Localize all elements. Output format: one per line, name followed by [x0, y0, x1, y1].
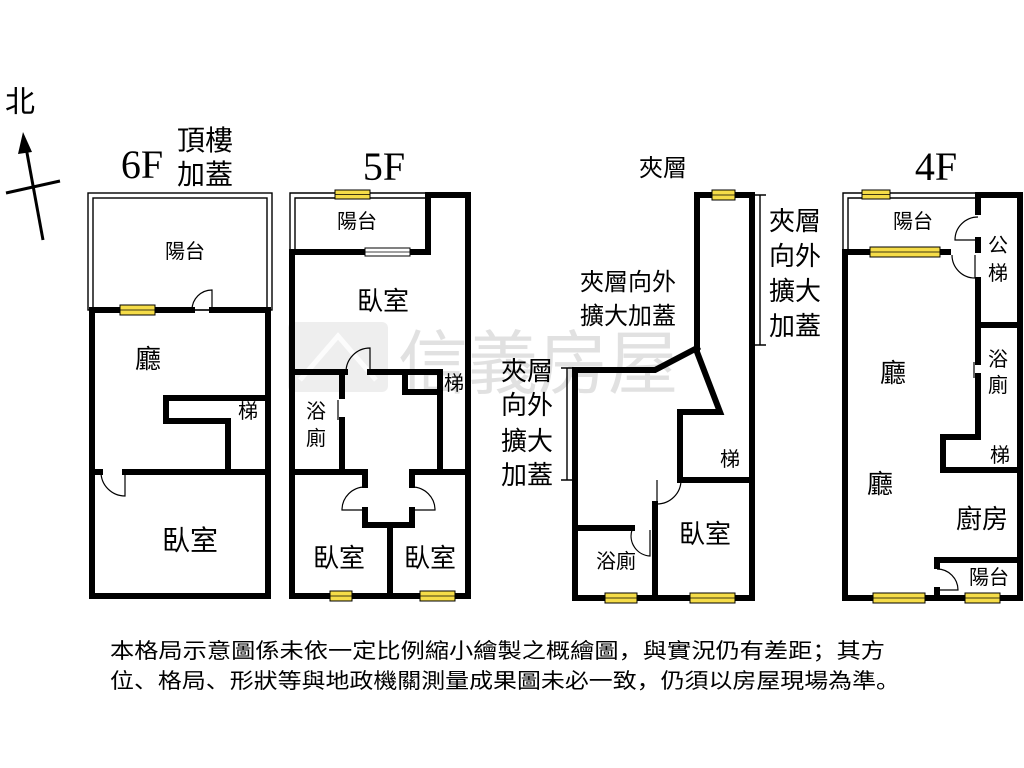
floor-6f-window-balcony	[119, 304, 156, 316]
floor-6f-title: 6F	[121, 142, 163, 187]
mezzanine-right-note-3: 擴大	[769, 277, 821, 307]
floor-5f-sliding-door	[364, 247, 411, 257]
floor-4f-door-back-balcony	[936, 568, 959, 591]
floor-4f-window-bottom-left	[872, 592, 926, 604]
floor-4f-title: 4F	[915, 144, 957, 189]
floor-4f-plan: 4F 陽台 公 梯 廳 廳 浴 廁 梯 廚房 陽台	[842, 144, 1023, 604]
floor-5f-bedroom-left-label: 臥室	[313, 544, 365, 574]
mezzanine-bathroom-label: 浴廁	[596, 549, 636, 573]
floor-4f-door-public-stairs	[954, 216, 979, 241]
mezzanine-window-bathroom	[604, 592, 638, 604]
compass-crossbar	[5, 179, 61, 195]
floor-4f-living-room-upper-label: 廳	[880, 359, 906, 389]
floor-6f-door-bedroom	[100, 471, 126, 497]
mezzanine-extension-note-2: 擴大加蓋	[580, 302, 676, 330]
mezzanine-left-note-1: 夾層	[501, 357, 553, 387]
mezzanine-bedroom-label: 臥室	[679, 520, 731, 550]
mezzanine-left-note-3: 擴大	[501, 427, 553, 457]
floor-5f-balcony-outline	[289, 192, 428, 250]
floor-6f-stair-walls	[163, 395, 271, 473]
floor-4f-window-balcony-top	[861, 189, 891, 200]
floor-5f-outer-walls	[289, 192, 471, 599]
mezzanine-outer-walls	[572, 192, 755, 601]
floor-4f-public-stairs-label-2: 梯	[988, 261, 1008, 285]
north-label: 北	[5, 85, 35, 120]
floor-6f-balcony-label: 陽台	[165, 239, 205, 263]
mezzanine-dimension-right	[754, 194, 766, 346]
mezzanine-door-bathroom	[630, 529, 651, 557]
mezzanine-right-note-1: 夾層	[769, 207, 821, 237]
floor-6f-stairs-label: 梯	[238, 399, 258, 423]
floor-4f-back-balcony-walls	[934, 557, 1023, 601]
north-arrow-head	[18, 132, 32, 154]
floor-4f-stair-walls	[940, 434, 1023, 473]
floor-5f-window-bedroom-left	[329, 590, 353, 602]
floor-5f-bedroom-walls	[289, 469, 471, 599]
floor-5f-balcony-label: 陽台	[337, 209, 377, 233]
north-arrow-shaft	[23, 141, 45, 241]
mezzanine-window-bedroom	[689, 592, 736, 604]
disclaimer: 本格局示意圖係未依一定比例縮小繪製之概繪圖，與實況仍有差距；其方 位、格局、形狀…	[110, 639, 900, 693]
floor-4f-outer-walls	[842, 192, 1023, 601]
floor-4f-window-bottom-right	[964, 592, 1001, 604]
floor-5f-door-bedroom-left	[341, 486, 366, 511]
floor-6f-outer-walls	[89, 307, 271, 599]
compass: 北	[5, 85, 61, 241]
floor-6f-plan: 6F 頂樓 加蓋 陽台 廳 梯 臥室	[87, 124, 273, 599]
disclaimer-line-1: 本格局示意圖係未依一定比例縮小繪製之概繪圖，與實況仍有差距；其方	[110, 639, 885, 663]
disclaimer-line-2: 位、格局、形狀等與地政機關測量成果圖未必一致，仍須以房屋現場為準。	[110, 669, 900, 693]
watermark-logo-house	[298, 332, 378, 382]
mezzanine-right-note-4: 加蓋	[769, 312, 821, 342]
floor-5f-bathroom-label-1: 浴	[306, 399, 326, 423]
floor-4f-kitchen-label: 廚房	[956, 505, 1008, 535]
floor-4f-bathroom-label-1: 浴	[988, 347, 1008, 371]
watermark-brand: 信義房屋	[398, 323, 678, 405]
mezzanine-dimension-left	[561, 367, 573, 481]
floor-5f-bathroom-label-2: 廁	[306, 426, 326, 450]
floor-5f-bedroom-main-label: 臥室	[357, 287, 409, 317]
watermark: 信義房屋	[288, 322, 678, 405]
floor-5f-title: 5F	[363, 144, 405, 189]
floor-5f-door-bedroom-main	[345, 347, 371, 373]
floor-6f-bedroom-label: 臥室	[162, 524, 218, 557]
floor-4f-living-room-lower-label: 廳	[867, 470, 893, 500]
mezzanine-window-top	[711, 189, 736, 201]
mezzanine-stairs-label: 梯	[720, 447, 740, 471]
floor-5f-plan: 5F 陽台 臥室 浴 廁 梯 臥室 臥室	[289, 144, 471, 602]
floor-5f-bedroom-right-label: 臥室	[404, 544, 456, 574]
floor-5f-window-bedroom-right	[419, 590, 456, 602]
floor-6f-note-line1: 頂樓	[177, 124, 233, 157]
floor-4f-bathroom-label-2: 廁	[988, 373, 1008, 397]
floor-5f-door-bedroom-right	[411, 486, 436, 511]
mezzanine-title: 夾層	[639, 154, 687, 182]
mezzanine-left-note-2: 向外	[501, 391, 553, 421]
floor-5f-stairs-label: 梯	[444, 371, 464, 395]
floor-4f-balcony-outline	[842, 192, 978, 250]
floor-4f-stairs-label: 梯	[990, 443, 1010, 467]
floor-6f-door-balcony	[191, 289, 213, 311]
floor-5f-hall-walls	[289, 369, 443, 475]
mezzanine-door-bedroom	[656, 479, 682, 505]
floor-4f-door-balcony	[951, 254, 976, 279]
mezzanine-extension-note-1: 夾層向外	[580, 268, 676, 296]
mezzanine-right-note-2: 向外	[769, 242, 821, 272]
mezzanine-stair-walls	[677, 348, 755, 483]
mezzanine-left-note-4: 加蓋	[501, 461, 553, 491]
floor-4f-balcony-front-label: 陽台	[893, 209, 933, 233]
floor-6f-note-line2: 加蓋	[177, 158, 233, 191]
floor-4f-public-stairs-label-1: 公	[988, 233, 1008, 257]
floor-4f-balcony-back-label: 陽台	[969, 565, 1009, 589]
mezzanine-plan: 夾層 夾層向外 擴大加蓋 夾層 向外 擴大 加蓋 夾層 向外 擴大 加蓋 梯 浴…	[501, 154, 821, 604]
floor-6f-living-room-label: 廳	[135, 345, 161, 375]
floor-4f-window-living-room	[869, 246, 941, 258]
floor-5f-window-balcony	[334, 189, 371, 200]
